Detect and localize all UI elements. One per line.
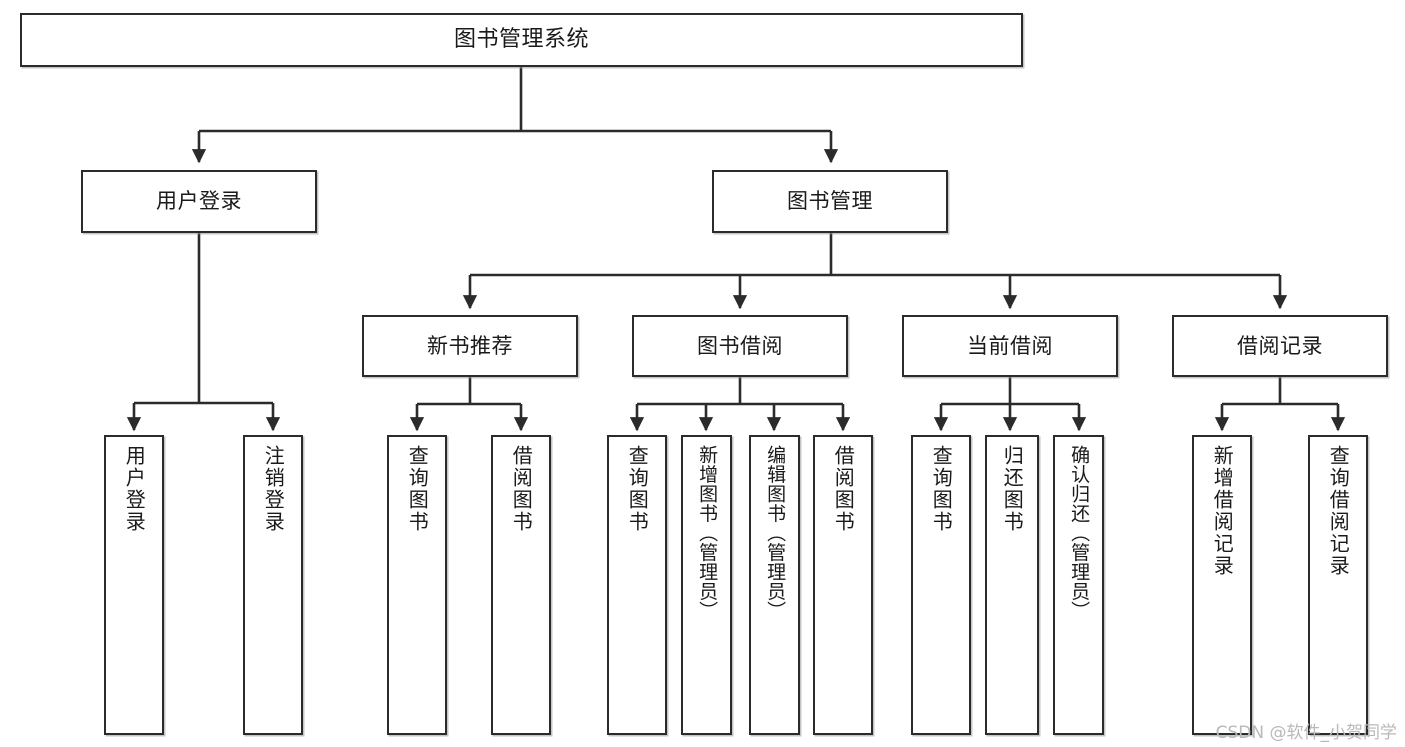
node-leaf-current-query-book-label: 查询图书 — [929, 445, 954, 533]
node-borrow-record-label: 借阅记录 — [1237, 333, 1323, 358]
node-user-login[interactable]: 用户登录 — [81, 170, 317, 233]
node-leaf-user-login-label: 用户登录 — [122, 445, 147, 533]
node-leaf-edit-book-admin[interactable]: 编辑图书（管理员） — [749, 435, 800, 735]
node-leaf-current-query-book[interactable]: 查询图书 — [911, 435, 971, 735]
watermark-text: CSDN @软件_小贺同学 — [1215, 723, 1397, 743]
node-leaf-return-book-label: 归还图书 — [1000, 445, 1025, 533]
node-leaf-add-borrow-record-label: 新增借阅记录 — [1210, 445, 1235, 577]
node-root[interactable]: 图书管理系统 — [20, 13, 1023, 67]
node-leaf-borrow-borrow-book-label: 借阅图书 — [831, 445, 856, 533]
node-book-management-label: 图书管理 — [787, 189, 873, 214]
node-leaf-borrow-query-book-label: 查询图书 — [625, 445, 650, 533]
node-leaf-return-book[interactable]: 归还图书 — [985, 435, 1039, 735]
node-leaf-borrow-borrow-book[interactable]: 借阅图书 — [813, 435, 873, 735]
node-leaf-query-borrow-record-label: 查询借阅记录 — [1326, 445, 1351, 577]
node-leaf-add-book-admin[interactable]: 新增图书（管理员） — [681, 435, 732, 735]
node-current-borrow-label: 当前借阅 — [967, 333, 1053, 358]
node-leaf-query-borrow-record[interactable]: 查询借阅记录 — [1308, 435, 1368, 735]
node-leaf-add-borrow-record[interactable]: 新增借阅记录 — [1192, 435, 1252, 735]
node-leaf-recommend-borrow-book[interactable]: 借阅图书 — [491, 435, 551, 735]
node-root-label: 图书管理系统 — [453, 27, 589, 53]
node-leaf-logout[interactable]: 注销登录 — [243, 435, 303, 735]
node-leaf-recommend-query-book-label: 查询图书 — [405, 445, 430, 533]
node-book-management[interactable]: 图书管理 — [712, 170, 948, 233]
node-book-borrow[interactable]: 图书借阅 — [632, 315, 848, 377]
node-leaf-borrow-query-book[interactable]: 查询图书 — [607, 435, 667, 735]
node-leaf-add-book-admin-label: 新增图书（管理员） — [696, 445, 719, 621]
node-leaf-confirm-return-admin-label: 确认归还（管理员） — [1068, 445, 1091, 621]
node-user-login-label: 用户登录 — [156, 189, 242, 214]
node-new-book-recommend[interactable]: 新书推荐 — [362, 315, 578, 377]
node-new-book-recommend-label: 新书推荐 — [427, 333, 513, 358]
node-leaf-user-login[interactable]: 用户登录 — [104, 435, 164, 735]
node-leaf-edit-book-admin-label: 编辑图书（管理员） — [764, 445, 787, 621]
node-leaf-recommend-borrow-book-label: 借阅图书 — [509, 445, 534, 533]
node-book-borrow-label: 图书借阅 — [697, 333, 783, 358]
node-leaf-recommend-query-book[interactable]: 查询图书 — [387, 435, 447, 735]
node-borrow-record[interactable]: 借阅记录 — [1172, 315, 1388, 377]
node-current-borrow[interactable]: 当前借阅 — [902, 315, 1118, 377]
node-leaf-confirm-return-admin[interactable]: 确认归还（管理员） — [1053, 435, 1104, 735]
node-leaf-logout-label: 注销登录 — [261, 445, 286, 533]
